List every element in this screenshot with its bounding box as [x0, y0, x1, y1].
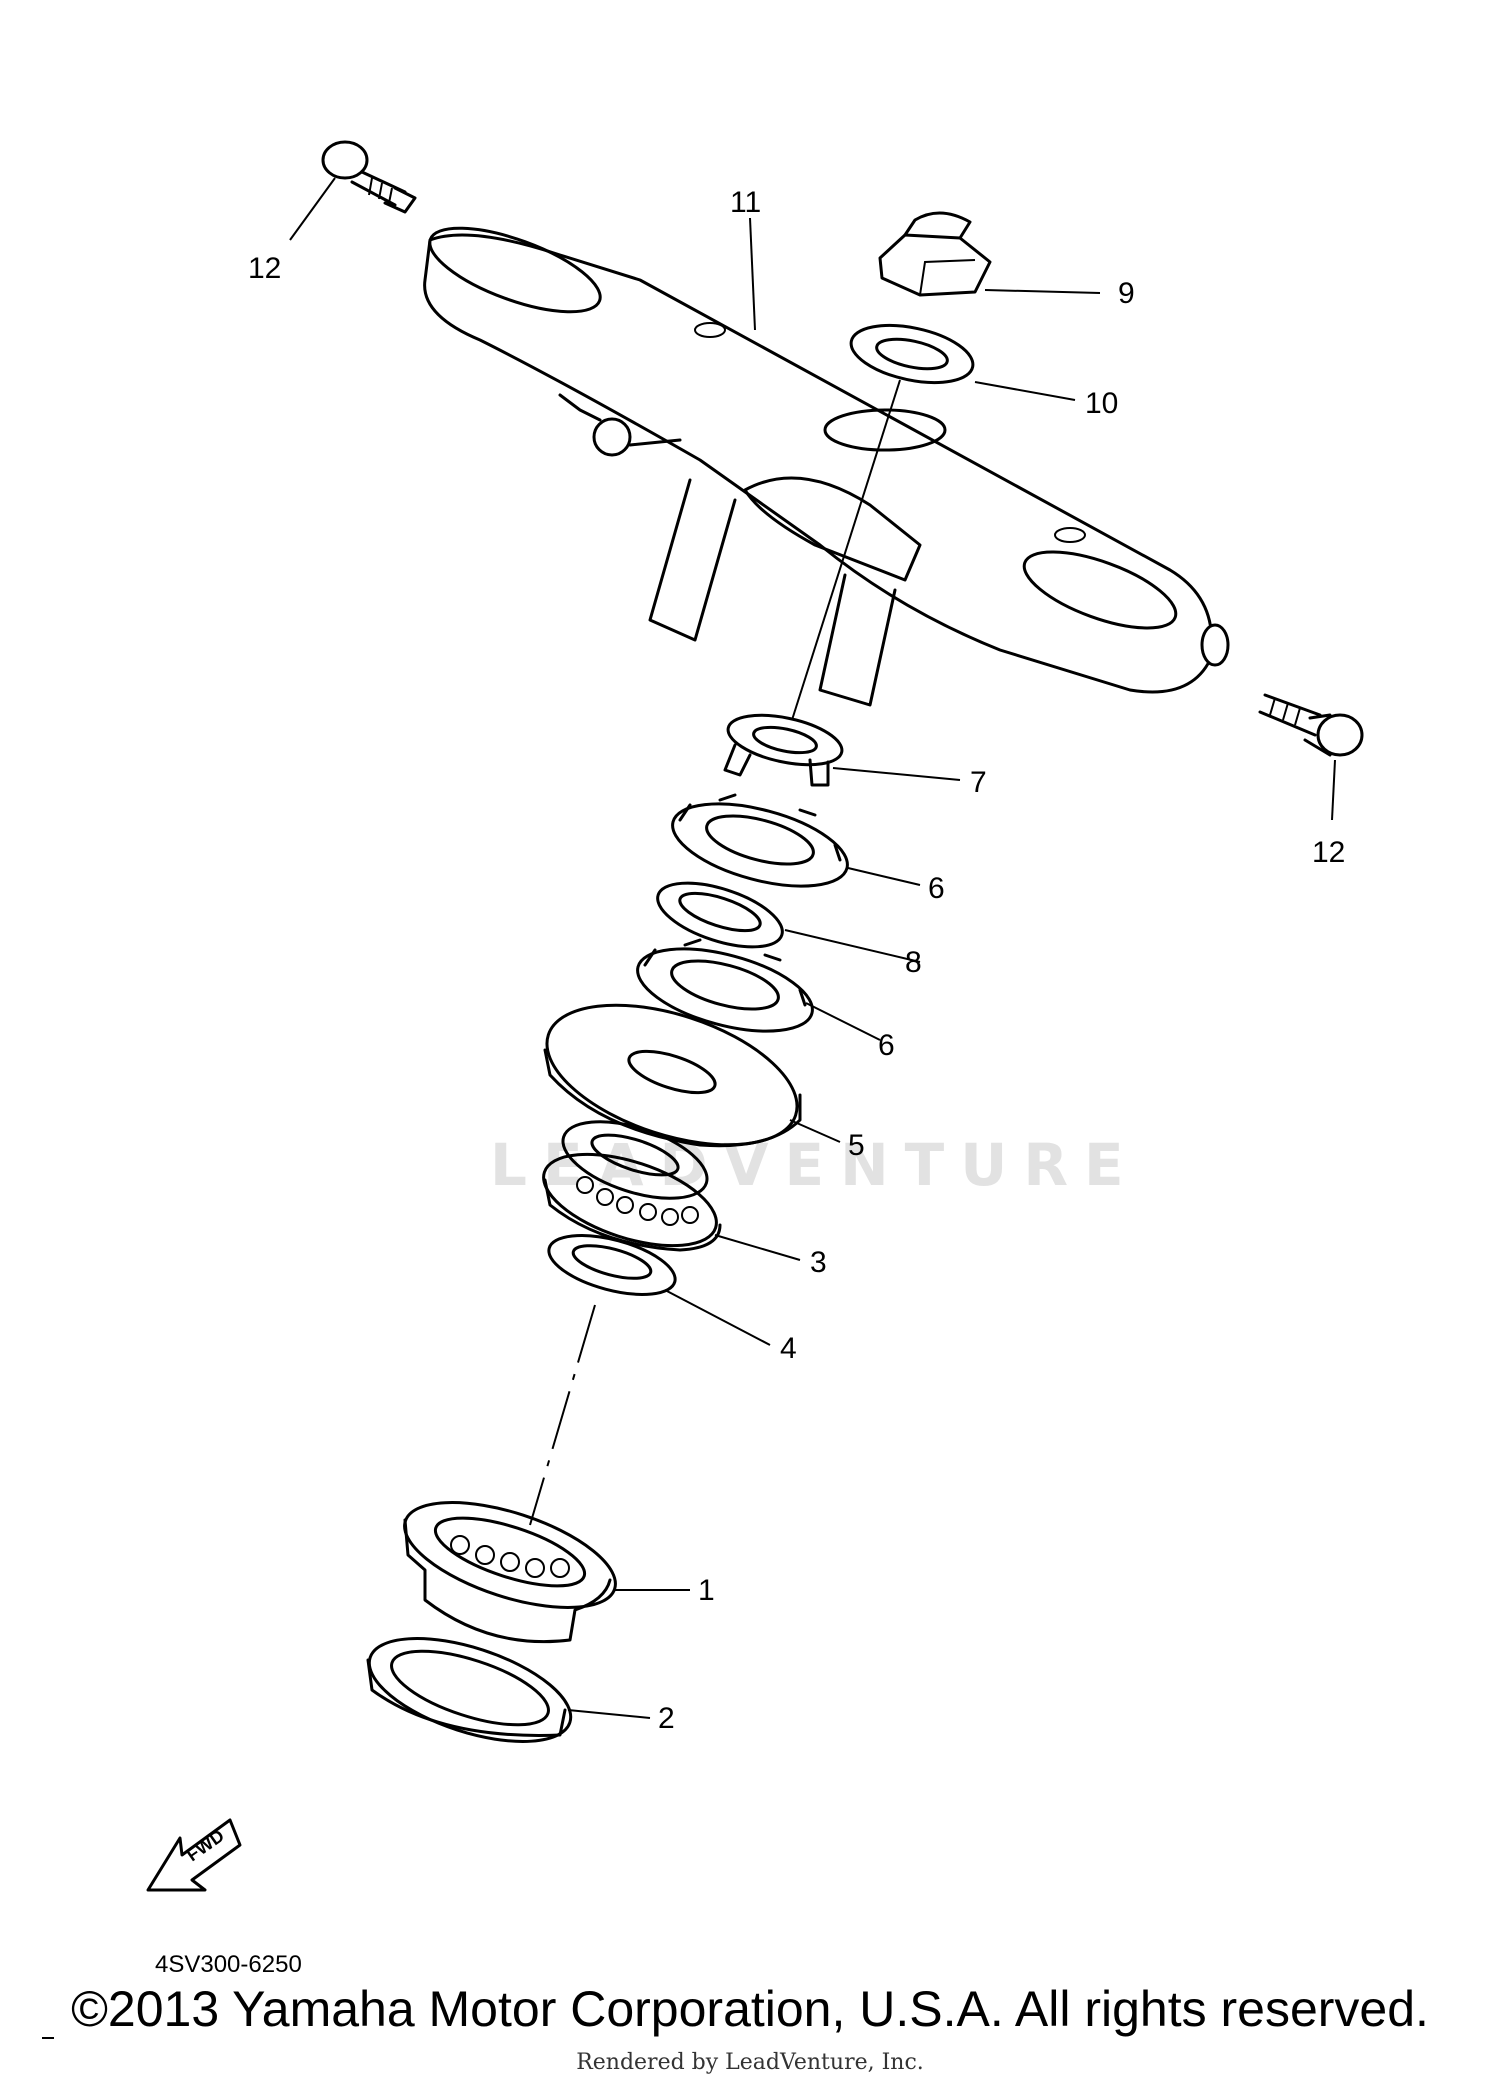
fwd-arrow-icon: FWD	[146, 1818, 242, 1892]
callout-3: 3	[810, 1246, 827, 1279]
part-ring-nut-upper	[671, 793, 849, 888]
callout-12-right: 12	[1312, 836, 1345, 869]
callout-10: 10	[1085, 387, 1118, 420]
watermark-text: LEADVENTURE	[490, 1131, 1140, 1199]
callout-4: 4	[780, 1332, 797, 1365]
rendered-by-notice: Rendered by LeadVenture, Inc.	[576, 2050, 924, 2075]
callout-6-lower: 6	[878, 1029, 895, 1062]
callout-1: 1	[698, 1574, 715, 1607]
callout-9: 9	[1118, 277, 1135, 310]
part-ball-bearing-upper	[542, 1120, 722, 1252]
leader-lines	[289, 177, 1336, 1719]
part-bolt-right	[1258, 693, 1364, 757]
part-ball-bearing-lower	[403, 1501, 617, 1644]
part-upper-bracket	[423, 226, 1230, 707]
callout-5: 5	[848, 1129, 865, 1162]
part-seal	[547, 1234, 677, 1296]
axis-line-lower	[529, 1304, 596, 1526]
callout-8: 8	[905, 946, 922, 979]
callout-12-left: 12	[248, 252, 281, 285]
part-lock-washer	[723, 713, 844, 787]
part-ring-nut-lower	[636, 938, 814, 1033]
figure-code: 4SV300-6250	[155, 1951, 302, 1978]
part-outer-race	[366, 1637, 573, 1743]
callout-7: 7	[970, 766, 987, 799]
callout-2: 2	[658, 1702, 675, 1735]
part-washer-small	[656, 881, 784, 949]
axis-line-upper	[791, 379, 901, 721]
part-bolt-top	[321, 140, 417, 214]
callout-6-upper: 6	[928, 872, 945, 905]
part-washer	[849, 323, 975, 385]
callout-11: 11	[730, 186, 761, 219]
copyright-notice: ©2013 Yamaha Motor Corporation, U.S.A. A…	[71, 1981, 1429, 2037]
part-nut	[878, 211, 992, 297]
